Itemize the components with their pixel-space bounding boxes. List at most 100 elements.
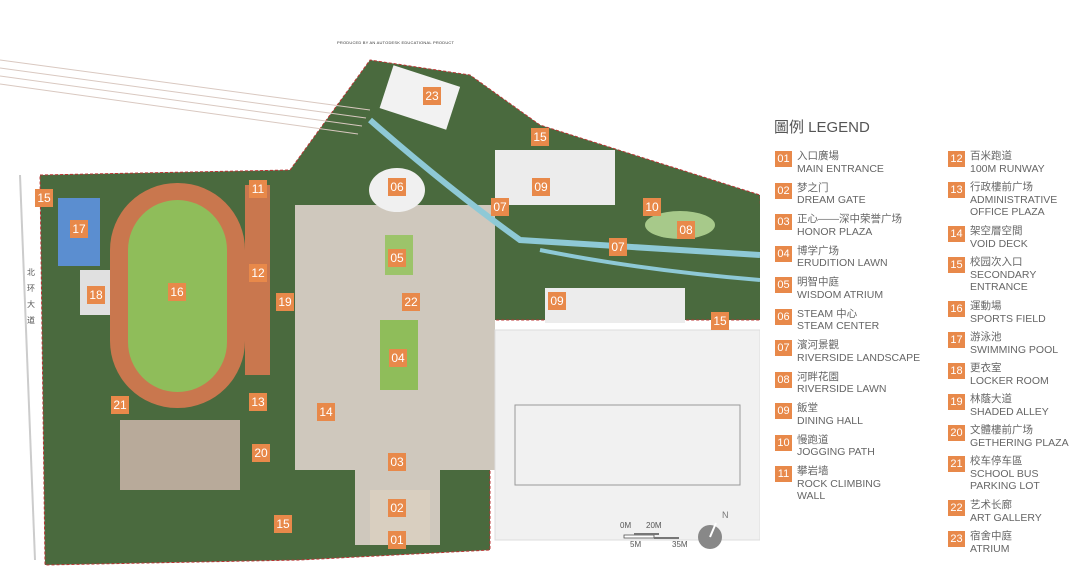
plan-marker: 09 xyxy=(548,292,566,310)
legend-label-zh: 明智中庭 xyxy=(797,276,839,288)
legend-label-en: RIVERSIDE LAWN xyxy=(797,383,887,395)
scale-label: 0M xyxy=(620,521,632,530)
legend-label-en: MAIN ENTRANCE xyxy=(797,162,884,175)
legend-number-badge: 03 xyxy=(775,214,792,230)
plan-marker: 03 xyxy=(388,453,406,471)
scale-label: 5M xyxy=(630,540,642,549)
plan-marker: 02 xyxy=(388,499,406,517)
legend-label-zh: 游泳池 xyxy=(970,331,1002,343)
legend-number-badge: 08 xyxy=(775,371,792,388)
legend-label-zh: 行政樓前广场 xyxy=(970,181,1033,193)
legend-label-en: VOID DECK xyxy=(970,237,1028,250)
plan-marker: 19 xyxy=(276,293,294,311)
plan-marker: 16 xyxy=(168,283,186,301)
legend-number-badge: 10 xyxy=(775,434,792,451)
road-label: 北环大道 xyxy=(27,268,35,325)
legend-number-badge: 05 xyxy=(775,277,792,293)
legend-label-zh: 運動場 xyxy=(970,300,1002,312)
dormitory xyxy=(379,65,461,130)
plan-marker: 23 xyxy=(423,87,441,105)
legend-number-badge: 16 xyxy=(948,301,965,317)
scale-bar xyxy=(623,533,679,539)
legend-label-en: ATRIUM xyxy=(970,542,1010,555)
legend-label-en: ROCK CLIMBING WALL xyxy=(797,477,882,503)
plan-marker: 22 xyxy=(402,293,420,311)
legend-label-zh: 攀岩墙 xyxy=(797,465,829,477)
plan-marker: 15 xyxy=(274,515,292,533)
plan-marker: 15 xyxy=(35,189,53,207)
plan-marker: 15 xyxy=(531,128,549,146)
legend-label-zh: 百米跑道 xyxy=(970,150,1012,162)
dining-hall xyxy=(545,288,685,323)
legend-number-badge: 15 xyxy=(948,257,965,273)
legend-label-en: SCHOOL BUS PARKING LOT xyxy=(970,467,1040,493)
legend-number-badge: 19 xyxy=(948,394,965,410)
legend-number-badge: 14 xyxy=(948,226,965,242)
plan-marker: 04 xyxy=(389,349,407,367)
site-plan xyxy=(0,59,760,566)
dining-hall xyxy=(495,150,615,205)
legend-number-badge: 22 xyxy=(948,500,965,516)
vacant-lot xyxy=(494,329,760,541)
legend-label-en: HONOR PLAZA xyxy=(797,225,873,238)
plan-marker: 17 xyxy=(70,220,88,238)
road xyxy=(19,174,36,561)
legend-label-zh: 河畔花園 xyxy=(797,370,839,383)
plan-marker: 21 xyxy=(111,396,129,414)
legend-number-badge: 04 xyxy=(775,245,792,262)
legend-label-zh: 梦之门 xyxy=(797,181,829,194)
legend-number-badge: 02 xyxy=(775,182,792,199)
legend-label-zh: 飯堂 xyxy=(797,402,818,414)
plan-marker: 14 xyxy=(317,403,335,421)
legend-label-zh: 文體樓前广场 xyxy=(970,424,1033,436)
legend-label-en: JOGGING PATH xyxy=(797,446,875,458)
legend-label-en: RIVERSIDE LANDSCAPE xyxy=(797,351,921,364)
legend-label-zh: 更衣室 xyxy=(970,362,1002,374)
railway xyxy=(0,59,371,135)
legend-label-en: WISDOM ATRIUM xyxy=(797,288,884,301)
legend-label-en: LOCKER ROOM xyxy=(970,374,1049,387)
plan-marker: 08 xyxy=(677,221,695,239)
plan-marker: 06 xyxy=(388,178,406,196)
legend-title: 圖例 LEGEND xyxy=(774,119,870,136)
plan-marker: 18 xyxy=(87,286,105,304)
legend-label-zh: 校园次入口 xyxy=(970,256,1023,268)
legend-number-badge: 20 xyxy=(948,425,965,441)
legend-label-zh: 林蔭大道 xyxy=(970,393,1012,405)
legend-label-en: ADMINISTRATIVE OFFICE PLAZA xyxy=(970,193,1058,219)
legend-label-zh: 正心——深中荣誉广场 xyxy=(797,213,902,225)
legend-number-badge: 17 xyxy=(948,332,965,348)
legend-label-zh: 濱河景觀 xyxy=(797,339,839,351)
legend-label-en: SECONDARY ENTRANCE xyxy=(970,268,1037,294)
legend-number-badge: 18 xyxy=(948,363,965,379)
legend-label-en: STEAM CENTER xyxy=(797,320,880,332)
legend-label-zh: 宿舍中庭 xyxy=(970,530,1012,542)
legend-number-badge: 07 xyxy=(775,340,792,356)
legend-number-badge: 09 xyxy=(775,403,792,419)
plan-marker: 10 xyxy=(643,198,661,216)
legend-label-zh: 博学广场 xyxy=(797,244,839,257)
plan-marker: 07 xyxy=(609,238,627,256)
legend-label-en: 100M RUNWAY xyxy=(970,162,1045,175)
legend-label-en: GETHERING PLAZA xyxy=(970,436,1069,449)
legend-number-badge: 11 xyxy=(775,466,792,482)
legend-label-en: SWIMMING POOL xyxy=(970,343,1059,356)
plan-marker: 09 xyxy=(532,178,550,196)
legend-label-en: ART GALLERY xyxy=(970,511,1042,524)
